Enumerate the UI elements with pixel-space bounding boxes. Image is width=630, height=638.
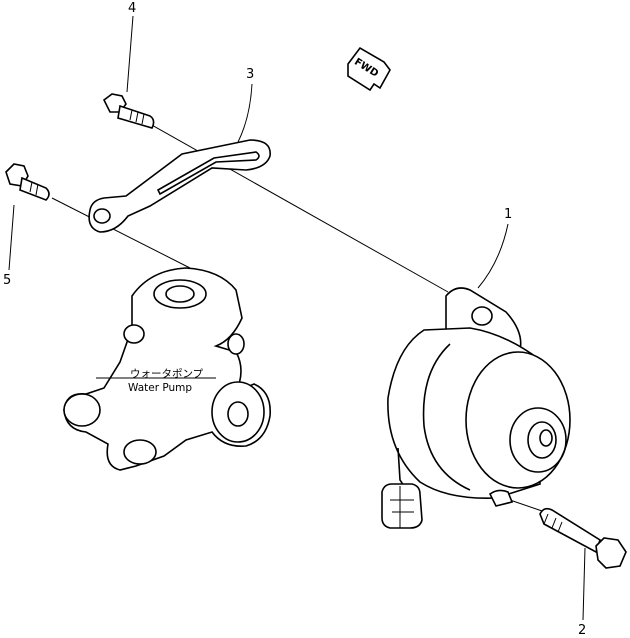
water-pump-outlet-pipe — [123, 439, 157, 465]
alternator-1 — [381, 287, 571, 529]
bracket-3-slot — [156, 151, 260, 196]
alternator-1-housing-edge — [422, 343, 471, 491]
callout-4: 4 — [126, 1, 136, 93]
callout-5: 5 — [3, 204, 15, 288]
bolt-4 — [102, 93, 155, 129]
fwd-arrow-label: FWD — [352, 57, 380, 80]
callout-1-number: 1 — [504, 207, 512, 222]
alternator-1-lower-ear — [488, 489, 514, 507]
fwd-arrow: FWD — [347, 46, 391, 92]
water-pump-shaft — [227, 401, 249, 427]
bolt-5-shank — [19, 176, 50, 201]
bolt-2 — [539, 507, 627, 569]
bracket-3-hole — [93, 208, 111, 224]
water-pump-right-boss — [227, 333, 245, 355]
water-pump-top-port — [165, 285, 195, 303]
water-pump-label-en: Water Pump — [128, 382, 192, 394]
bracket-3-body — [88, 139, 271, 233]
alternator-1-ear-hole — [471, 306, 493, 326]
water-pump-pulley-boss — [211, 381, 265, 443]
assembly-line-bolt2 — [509, 499, 546, 513]
bolt-5-threads — [29, 181, 39, 196]
callout-1-leader — [477, 223, 509, 289]
callout-5-number: 5 — [3, 273, 11, 288]
bolt-2-shank — [539, 507, 601, 554]
alternator-1-shaft — [539, 429, 553, 447]
callout-5-leader — [8, 204, 15, 271]
bolt-2-head — [595, 537, 627, 569]
callout-3-number: 3 — [246, 67, 254, 82]
alternator-1-connector — [381, 483, 423, 529]
fwd-arrow-outline — [347, 46, 391, 92]
callout-4-number: 4 — [128, 1, 136, 16]
assembly-line-bolt4 — [149, 123, 449, 293]
water-pump: ウォータポンプ Water Pump — [63, 267, 271, 471]
callout-2-number: 2 — [578, 623, 586, 638]
bolt-4-threads — [129, 109, 145, 125]
water-pump-top-flange — [153, 279, 207, 309]
callout-3: 3 — [237, 67, 254, 143]
bolt-2-threads — [543, 513, 563, 533]
callout-3-leader — [237, 83, 253, 143]
bolt-5 — [5, 163, 50, 201]
water-pump-label-jp: ウォータポンプ — [130, 368, 204, 380]
alternator-1-front-face — [465, 351, 571, 489]
water-pump-side-boss — [123, 324, 145, 344]
alternator-1-pulley-face — [509, 407, 567, 473]
callout-2: 2 — [578, 547, 586, 638]
callout-2-leader — [582, 547, 586, 621]
assembly-line-bolt5 — [51, 197, 191, 269]
alternator-1-connector-detail — [390, 486, 414, 528]
water-pump-inlet-pipe — [63, 393, 101, 427]
callout-1: 1 — [477, 207, 512, 289]
bracket-3 — [88, 139, 271, 233]
callout-4-leader — [126, 15, 134, 93]
bolt-4-shank — [117, 104, 155, 129]
